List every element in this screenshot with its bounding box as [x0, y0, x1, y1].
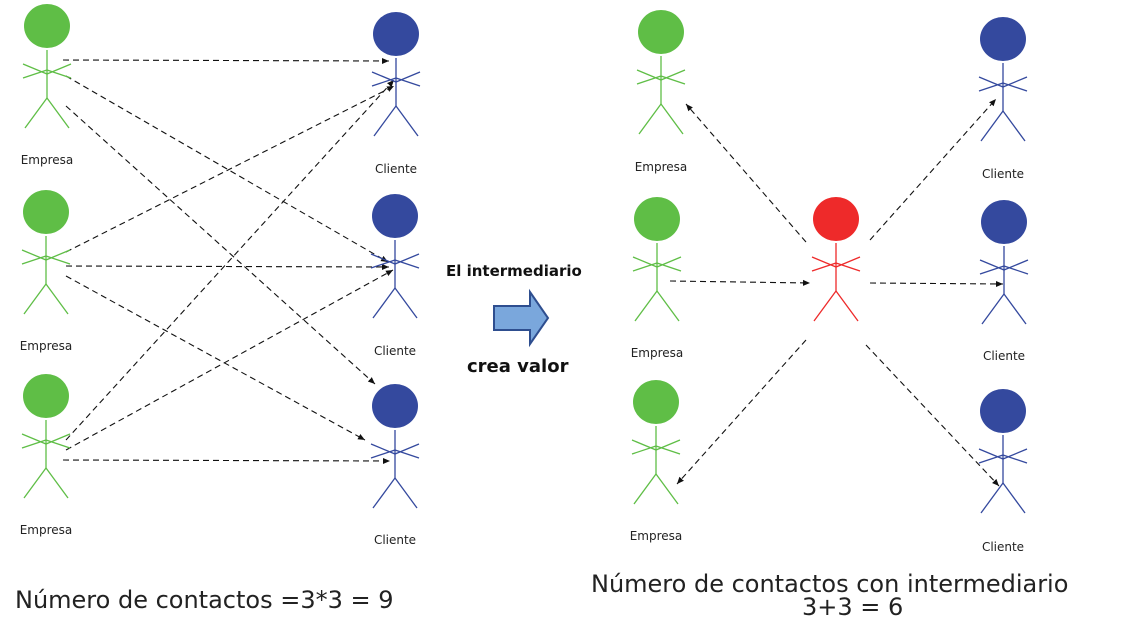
middle-title: El intermediario — [446, 262, 582, 280]
cliente-figure: Cliente — [979, 200, 1029, 363]
cliente-head — [981, 200, 1027, 244]
cliente-figure: Cliente — [370, 194, 420, 358]
empresa-figure: Empresa — [20, 190, 73, 353]
cliente-label: Cliente — [374, 533, 416, 547]
empresa-figure: Empresa — [20, 374, 73, 537]
empresa-figure: Empresa — [635, 10, 688, 174]
empresa-label: Empresa — [630, 529, 683, 543]
middle-subtitle: crea valor — [467, 356, 569, 377]
cliente-head — [372, 194, 418, 238]
empresa-label: Empresa — [20, 339, 73, 353]
cliente-figure: Cliente — [978, 17, 1028, 181]
contact-arrow — [65, 79, 395, 441]
cliente-label: Cliente — [375, 162, 417, 176]
empresa-figure: Empresa — [21, 4, 74, 167]
cliente-figure: Cliente — [370, 384, 420, 547]
contact-arrow — [62, 457, 391, 464]
cliente-head — [980, 389, 1026, 433]
empresa-head — [23, 190, 69, 234]
contact-arrow — [65, 275, 366, 441]
empresa-label: Empresa — [631, 346, 684, 360]
contact-arrow — [65, 105, 376, 385]
empresa-head — [633, 380, 679, 424]
empresa-figure: Empresa — [630, 380, 683, 543]
contact-arrow — [65, 85, 395, 253]
empresa-label: Empresa — [635, 160, 688, 174]
empresa-head — [634, 197, 680, 241]
intermediario-head — [813, 197, 859, 241]
cliente-head — [372, 384, 418, 428]
cliente-label: Cliente — [374, 344, 416, 358]
right-arrow-icon — [493, 288, 550, 348]
cliente-label: Cliente — [982, 167, 1024, 181]
empresa-head — [638, 10, 684, 54]
cliente-head — [373, 12, 419, 56]
empresa-head — [23, 374, 69, 418]
right-caption-line2: 3+3 = 6 — [802, 593, 904, 621]
contact-arrow — [669, 279, 811, 286]
contact-arrow — [65, 263, 390, 270]
contact-arrow — [865, 344, 1000, 487]
contact-arrow — [676, 339, 807, 485]
intermediario-figure — [811, 197, 861, 322]
cliente-head — [980, 17, 1026, 61]
left-caption: Número de contactos =3*3 = 9 — [15, 586, 394, 614]
contact-arrow — [65, 269, 394, 451]
cliente-figure: Cliente — [978, 389, 1028, 554]
contact-arrow — [869, 98, 997, 241]
empresa-figure: Empresa — [631, 197, 684, 360]
right-caption-line1: Número de contactos con intermediario — [591, 570, 1069, 598]
cliente-label: Cliente — [983, 349, 1025, 363]
contact-arrow — [62, 57, 390, 64]
empresa-head — [24, 4, 70, 48]
empresa-label: Empresa — [21, 153, 74, 167]
cliente-label: Cliente — [982, 540, 1024, 554]
empresa-label: Empresa — [20, 523, 73, 537]
contact-arrow — [685, 103, 807, 243]
cliente-figure: Cliente — [371, 12, 421, 176]
contact-arrow — [65, 75, 389, 263]
contact-arrow — [869, 280, 1004, 287]
